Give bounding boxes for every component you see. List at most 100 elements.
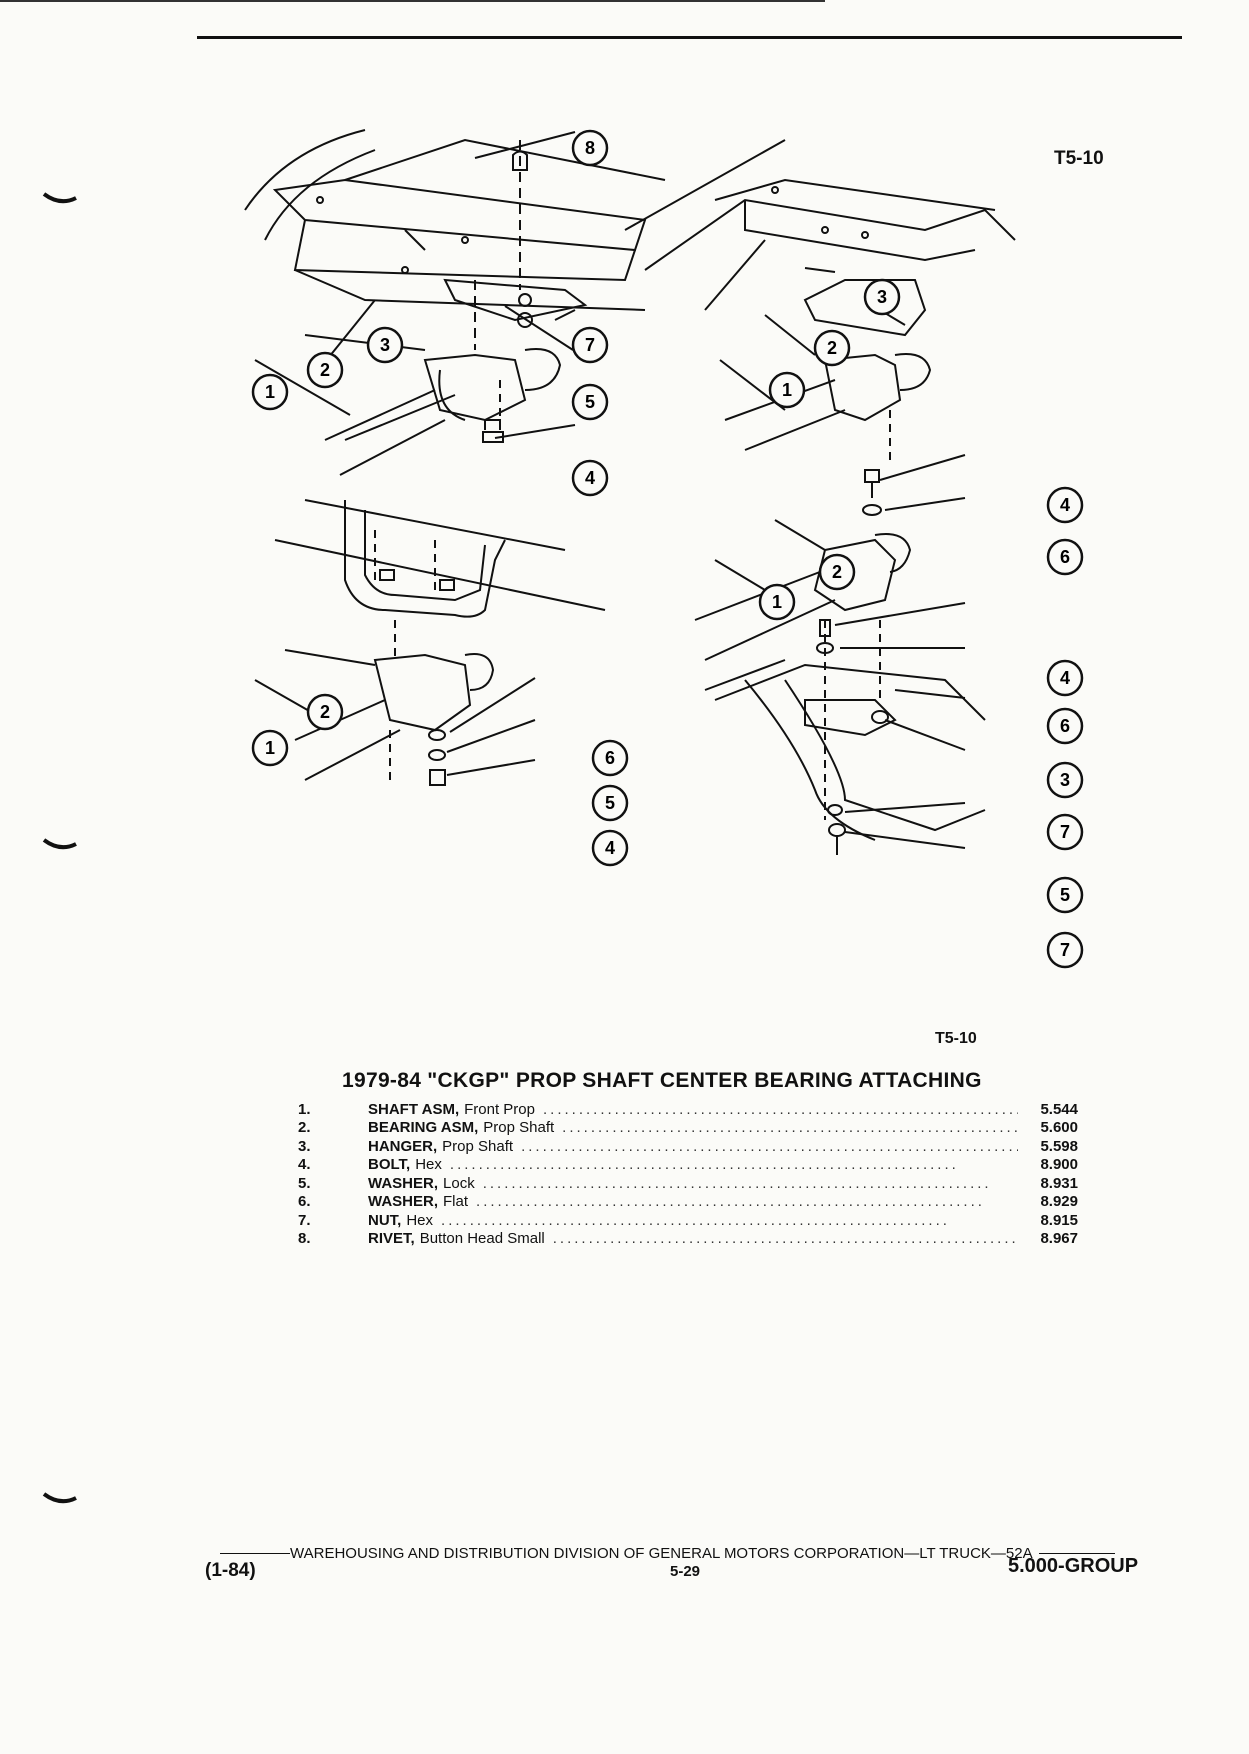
svg-text:4: 4 <box>1060 495 1070 515</box>
callout-1: 1 <box>768 371 806 409</box>
punch-hole-mark <box>42 838 77 850</box>
svg-text:2: 2 <box>320 360 330 380</box>
svg-text:3: 3 <box>877 287 887 307</box>
svg-text:1: 1 <box>782 380 792 400</box>
footer-date: (1-84) <box>205 1560 256 1581</box>
part-number: 1. <box>298 1100 311 1118</box>
part-group-code: 5.598 <box>1040 1137 1078 1155</box>
callout-5: 5 <box>1046 876 1084 914</box>
callout-2: 2 <box>813 329 851 367</box>
callout-6: 6 <box>1046 538 1084 576</box>
callout-4: 4 <box>571 459 609 497</box>
view-upper-right <box>624 139 1016 460</box>
header-rule <box>197 36 1182 39</box>
parts-row: 7.NUT,Hex...............................… <box>298 1211 1078 1230</box>
part-number: 3. <box>298 1137 311 1155</box>
parts-row: 5. WASHER,Lock...........................… <box>298 1174 1078 1193</box>
callout-3: 3 <box>366 326 404 364</box>
part-desc: Prop Shaft <box>483 1119 555 1137</box>
callout-5: 5 <box>591 784 629 822</box>
svg-text:1: 1 <box>265 738 275 758</box>
footer-group: 5.000-GROUP <box>1008 1555 1139 1577</box>
svg-text:5: 5 <box>585 392 595 412</box>
svg-text:5: 5 <box>1060 885 1070 905</box>
figure-label-bottom: T5-10 <box>935 1030 977 1047</box>
part-name: BOLT, <box>368 1156 411 1174</box>
svg-text:1: 1 <box>772 592 782 612</box>
svg-text:4: 4 <box>1060 668 1070 688</box>
svg-text:2: 2 <box>320 702 330 722</box>
part-name: WASHER, <box>368 1174 439 1192</box>
footer-page-number: 5-29 <box>670 1563 701 1580</box>
svg-text:6: 6 <box>1060 547 1070 567</box>
leader-dots: ........................................… <box>521 1137 1018 1155</box>
callout-3: 3 <box>863 278 901 316</box>
part-desc: Button Head Small <box>419 1230 545 1248</box>
svg-text:7: 7 <box>585 335 595 355</box>
part-group-code: 5.600 <box>1040 1119 1078 1137</box>
view-lower-right <box>694 469 986 855</box>
callout-2: 2 <box>306 351 344 389</box>
svg-text:4: 4 <box>585 468 595 488</box>
footer-division-line: WAREHOUSING AND DISTRIBUTION DIVISION OF… <box>220 1545 1170 1562</box>
callout-6: 6 <box>1046 707 1084 745</box>
svg-text:6: 6 <box>605 748 615 768</box>
svg-text:1: 1 <box>265 382 275 402</box>
part-number: 2. <box>298 1119 311 1137</box>
callout-8: 8 <box>571 129 609 167</box>
callout-1: 1 <box>251 729 289 767</box>
parts-row: 1. SHAFT ASM,Front Prop..................… <box>298 1100 1078 1119</box>
footer-division-text: WAREHOUSING AND DISTRIBUTION DIVISION OF… <box>290 1545 1033 1562</box>
part-number: 7. <box>298 1211 311 1229</box>
part-group-code: 8.900 <box>1040 1156 1078 1174</box>
part-name: RIVET, <box>368 1230 415 1248</box>
part-desc: Hex <box>415 1156 442 1174</box>
callout-7: 7 <box>571 326 609 364</box>
part-number: 5. <box>298 1174 311 1192</box>
parts-row: 8.RIVET,Button Head Small...............… <box>298 1230 1078 1249</box>
callout-2: 2 <box>818 553 856 591</box>
part-group-code: 8.931 <box>1040 1174 1078 1192</box>
leader-dots: ........................................… <box>482 1174 992 1192</box>
part-name: WASHER, <box>368 1193 439 1211</box>
part-name: HANGER, <box>368 1137 438 1155</box>
callout-1: 1 <box>758 583 796 621</box>
footer-rule-right <box>1038 1553 1115 1554</box>
callout-1: 1 <box>251 373 289 411</box>
callout-4: 4 <box>1046 486 1084 524</box>
svg-text:3: 3 <box>1060 770 1070 790</box>
parts-row: 4.BOLT,Hex..............................… <box>298 1156 1078 1175</box>
svg-text:2: 2 <box>827 338 837 358</box>
leader-dots: ........................................… <box>441 1211 950 1229</box>
footer-rule-left <box>220 1553 290 1554</box>
part-desc: Flat <box>443 1193 469 1211</box>
part-group-code: 5.544 <box>1040 1100 1078 1118</box>
part-desc: Front Prop <box>464 1100 535 1118</box>
callout-7: 7 <box>1046 813 1084 851</box>
part-desc: Lock <box>443 1174 475 1192</box>
part-name: SHAFT ASM, <box>368 1100 460 1118</box>
leader-dots: ........................................… <box>542 1100 1018 1118</box>
view-lower-left <box>274 499 606 786</box>
svg-text:8: 8 <box>585 138 595 158</box>
parts-row: 3. HANGER,Prop Shaft.....................… <box>298 1137 1078 1156</box>
part-number: 6. <box>298 1193 311 1211</box>
leader-dots: ........................................… <box>476 1193 985 1211</box>
svg-text:7: 7 <box>1060 822 1070 842</box>
part-group-code: 8.967 <box>1040 1230 1078 1248</box>
callout-4: 4 <box>591 829 629 867</box>
callout-4: 4 <box>1046 659 1084 697</box>
svg-text:2: 2 <box>832 562 842 582</box>
callout-3: 3 <box>1046 761 1084 799</box>
part-name: BEARING ASM, <box>368 1119 479 1137</box>
callout-6: 6 <box>591 739 629 777</box>
svg-text:4: 4 <box>605 838 615 858</box>
svg-text:7: 7 <box>1060 940 1070 960</box>
part-number: 4. <box>298 1156 311 1174</box>
part-desc: Prop Shaft <box>442 1137 514 1155</box>
figure-label-top: T5-10 <box>1054 148 1104 169</box>
parts-list-title: 1979-84 "CKGP" PROP SHAFT CENTER BEARING… <box>342 1069 982 1092</box>
view-upper-left <box>244 129 666 476</box>
prop-shaft-exploded-diagram: 8 2 3 7 5 1 4 3 2 1 4 6 2 1 4 6 3 7 5 7 … <box>244 129 1084 969</box>
punch-hole-mark <box>42 1492 77 1504</box>
